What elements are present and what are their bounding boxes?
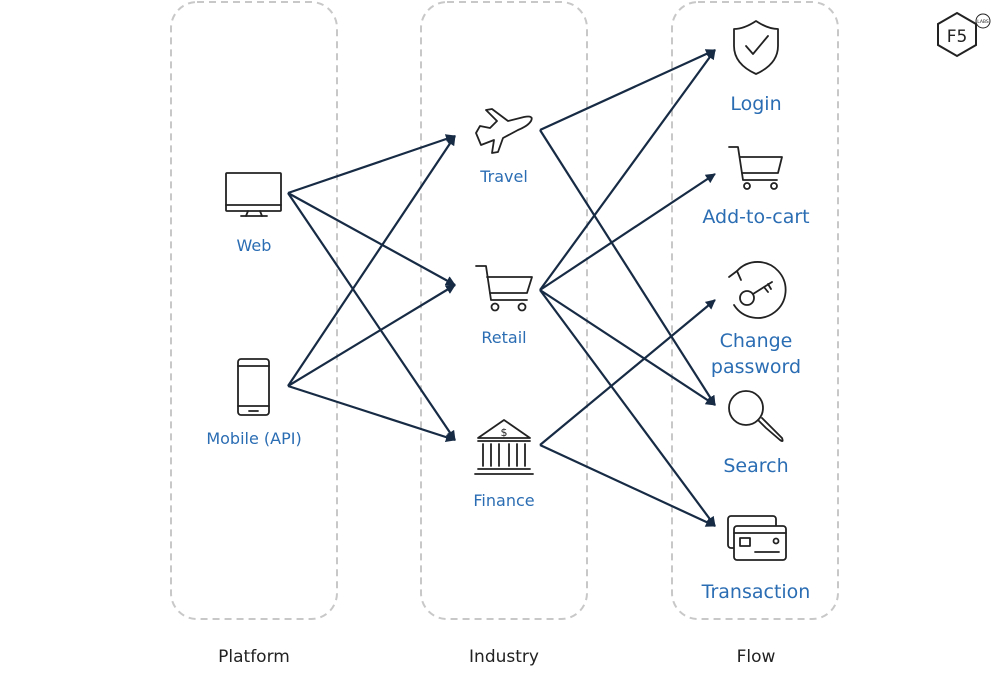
change-password-label-line1: Change (720, 330, 793, 352)
platform-column-label: Platform (218, 647, 290, 667)
edge-travel-to-search (539, 129, 716, 406)
add-to-cart-label: Add-to-cart (702, 206, 809, 228)
change-password-label-line2: password (711, 356, 801, 378)
smartphone-icon (237, 358, 270, 416)
edge-web-to-finance (287, 192, 456, 441)
platform-lane (170, 1, 338, 620)
edge-retail-to-login (539, 49, 716, 291)
retail-label: Retail (481, 328, 526, 347)
login-label: Login (730, 93, 781, 115)
flow-lane (671, 1, 839, 620)
industry-lane (420, 1, 588, 620)
svg-text:$: $ (501, 426, 508, 439)
bank-icon: $ (474, 419, 534, 475)
shopping-cart-icon (475, 265, 533, 312)
edge-web-to-travel (287, 134, 456, 195)
search-label: Search (723, 455, 788, 477)
airplane-icon (475, 108, 533, 154)
travel-label: Travel (479, 167, 528, 186)
edge-web-to-retail (287, 192, 456, 286)
web-label: Web (237, 236, 272, 255)
edge-mobile-to-retail (287, 284, 456, 387)
edge-finance-to-change_password (539, 299, 716, 446)
shield-check-icon (733, 20, 779, 75)
edge-mobile-to-finance (287, 384, 456, 442)
magnifier-icon (728, 390, 784, 443)
finance-label: Finance (473, 491, 534, 510)
monitor-icon (225, 172, 282, 217)
f5-labs-logo: F5 LABS (937, 11, 991, 58)
edge-finance-to-transaction (539, 444, 716, 527)
key-reset-icon (728, 261, 787, 319)
flow-column-label: Flow (737, 647, 776, 667)
edge-group (287, 48, 716, 527)
logo-sub-text: LABS (977, 19, 989, 25)
edge-retail-to-transaction (539, 289, 716, 527)
credit-card-icon (727, 515, 787, 561)
edge-mobile-to-travel (287, 135, 456, 387)
transaction-label: Transaction (701, 581, 811, 603)
mobile-label: Mobile (API) (206, 429, 301, 448)
edge-retail-to-add_to_cart (539, 173, 716, 291)
cart-icon (728, 146, 783, 190)
edge-travel-to-login (539, 48, 716, 132)
logo-main-text: F5 (947, 27, 968, 47)
industry-column-label: Industry (469, 647, 539, 667)
edge-retail-to-search (539, 289, 716, 406)
